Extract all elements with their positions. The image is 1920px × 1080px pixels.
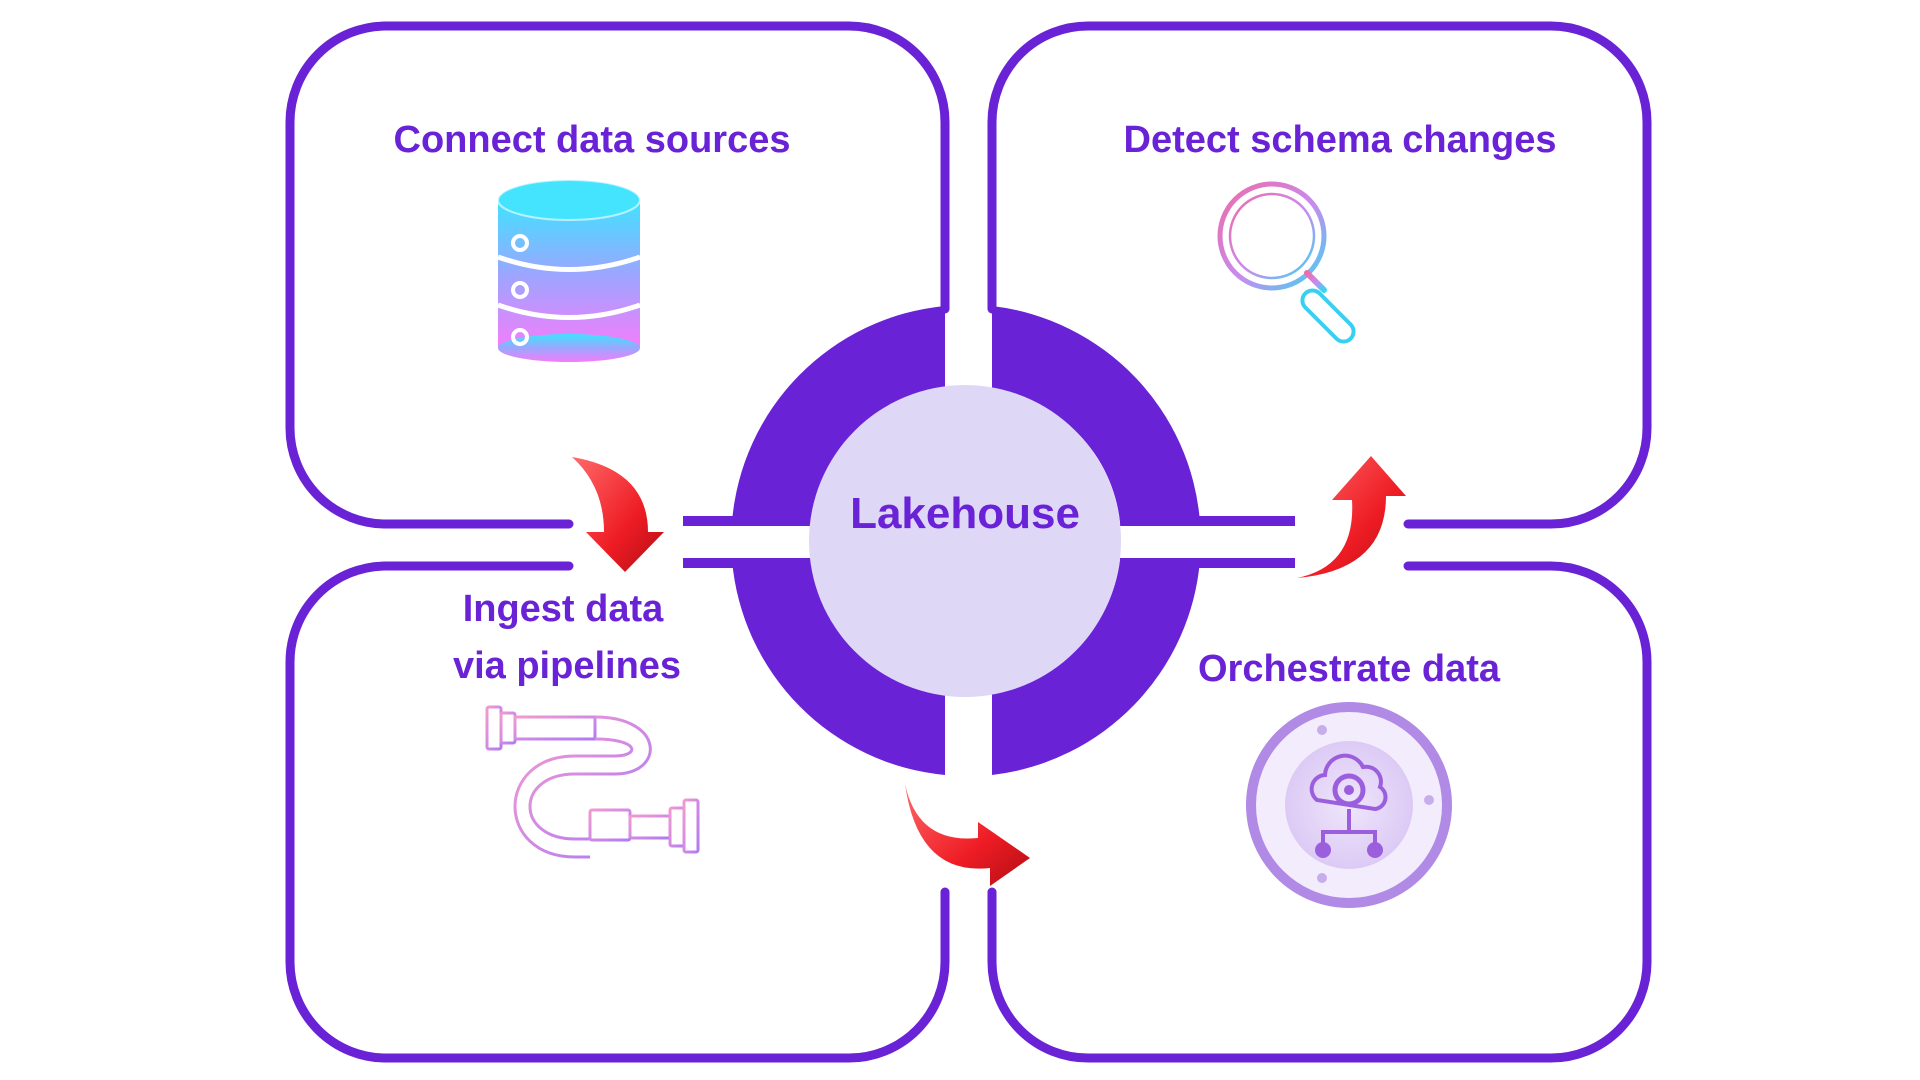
arrow-orchestrate-to-detect-icon (1297, 456, 1406, 578)
connector-right-bottom (1120, 558, 1295, 568)
center-label: Lakehouse (850, 489, 1080, 538)
orchestrate-panel (987, 561, 1652, 1063)
magnifier-icon (1217, 181, 1356, 344)
ingest-label-line-2: via pipelines (453, 645, 681, 687)
lakehouse-ring (732, 306, 1200, 775)
connect-label: Connect data sources (394, 119, 791, 161)
arrow-ingest-to-orchestrate-icon (905, 784, 1030, 886)
ingest-label-line-1: Ingest data (463, 588, 664, 630)
arrow-connect-to-ingest-icon (572, 457, 664, 572)
connect-panel (285, 21, 950, 529)
gear-network-icon (1246, 702, 1452, 908)
connector-right-top (1120, 516, 1295, 526)
database-icon (497, 179, 641, 362)
pipeline-icon (485, 705, 700, 859)
detect-panel (987, 21, 1652, 529)
lakehouse-core (809, 385, 1121, 697)
detect-label: Detect schema changes (1124, 119, 1557, 161)
ingest-panel (285, 561, 950, 1063)
orchestrate-label: Orchestrate data (1198, 648, 1501, 690)
